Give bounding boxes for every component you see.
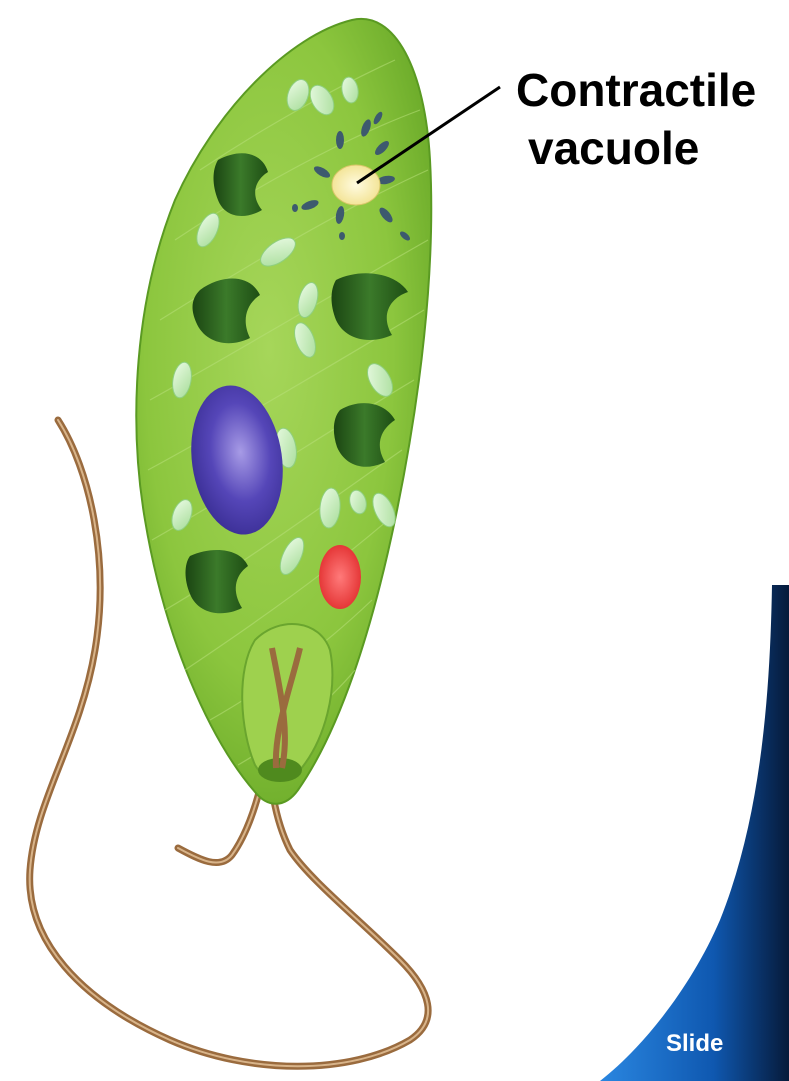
contractile-vacuole-label-line2: vacuole <box>528 122 699 174</box>
eyespot <box>319 545 361 609</box>
reservoir-opening <box>258 758 302 782</box>
slide-decoration <box>600 585 789 1081</box>
contractile-vacuole-label-line1: Contractile <box>516 64 756 116</box>
slide-label: Slide <box>666 1030 723 1058</box>
